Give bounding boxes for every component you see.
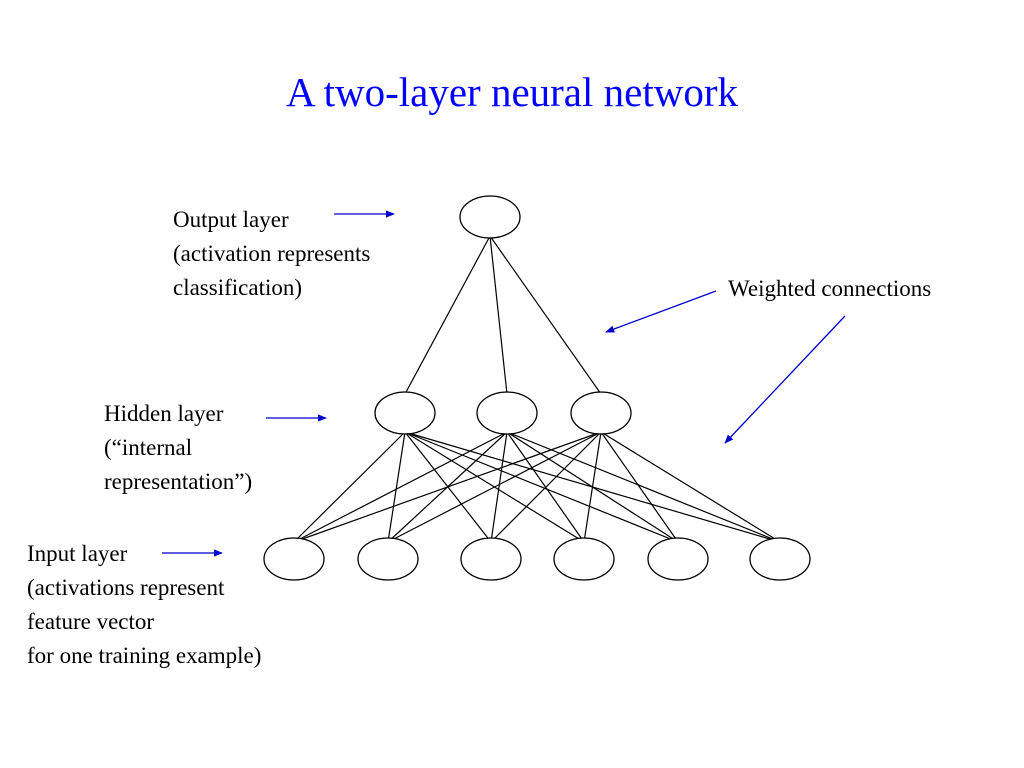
edge-hidden-1-to-input-2	[387, 431, 406, 543]
output-layer-label-line-2: (activation represents	[173, 241, 371, 266]
weighted-connections-label: Weighted connections	[728, 276, 932, 301]
output-layer-label-line-1: Output layer	[173, 207, 289, 232]
hidden-node-2	[476, 391, 538, 435]
network-nodes	[263, 195, 811, 581]
edge-hidden-1-to-input-1	[293, 431, 406, 543]
hidden-layer-label-line-2: (“internal	[104, 435, 193, 460]
weighted-connections-arrow-2	[724, 315, 846, 444]
input-node-4	[553, 537, 615, 581]
output-node-1	[459, 195, 521, 239]
edge-hidden-3-to-input-5	[600, 431, 679, 543]
input-layer-label-line-4: for one training example)	[27, 643, 262, 668]
slide-title: A two-layer neural network	[286, 69, 738, 115]
input-node-6	[749, 537, 811, 581]
hidden-layer-label-line-3: representation”)	[104, 469, 253, 494]
edge-hidden-1-to-input-5	[404, 431, 679, 543]
output-layer-label-line-3: classification)	[173, 275, 303, 300]
input-layer-label-line-2: (activations represent	[27, 575, 225, 600]
hidden-node-1	[374, 391, 436, 435]
edge-hidden-3-to-input-4	[583, 431, 602, 543]
edge-hidden-3-to-input-6	[600, 431, 781, 543]
input-node-2	[357, 537, 419, 581]
edge-hidden-2-to-input-3	[490, 431, 508, 543]
input-layer-label-line-3: feature vector	[27, 609, 155, 634]
edge-output-to-hidden-2	[489, 235, 508, 395]
pointer-arrows	[162, 210, 846, 557]
edge-hidden-2-to-input-6	[506, 431, 781, 543]
edge-hidden-3-to-input-3	[490, 431, 602, 543]
edge-hidden-2-to-input-1	[293, 431, 508, 543]
edge-hidden-3-to-input-1	[293, 431, 602, 543]
edge-output-to-hidden-3	[489, 235, 602, 395]
input-layer-label-line-1: Input layer	[27, 541, 128, 566]
input-node-5	[647, 537, 709, 581]
edge-hidden-3-to-input-2	[387, 431, 602, 543]
connection-edges	[293, 235, 781, 543]
edge-output-to-hidden-1	[404, 235, 491, 395]
hidden-node-3	[570, 391, 632, 435]
hidden-layer-label: Hidden layer (“internal representation”)	[104, 397, 252, 499]
hidden-layer-label-line-1: Hidden layer	[104, 401, 224, 426]
weighted-connections-arrow-1	[605, 290, 717, 333]
input-layer-label: Input layer (activations represent featu…	[27, 537, 261, 673]
output-layer-label: Output layer (activation represents clas…	[173, 203, 370, 305]
input-node-1	[263, 537, 325, 581]
input-node-3	[460, 537, 522, 581]
